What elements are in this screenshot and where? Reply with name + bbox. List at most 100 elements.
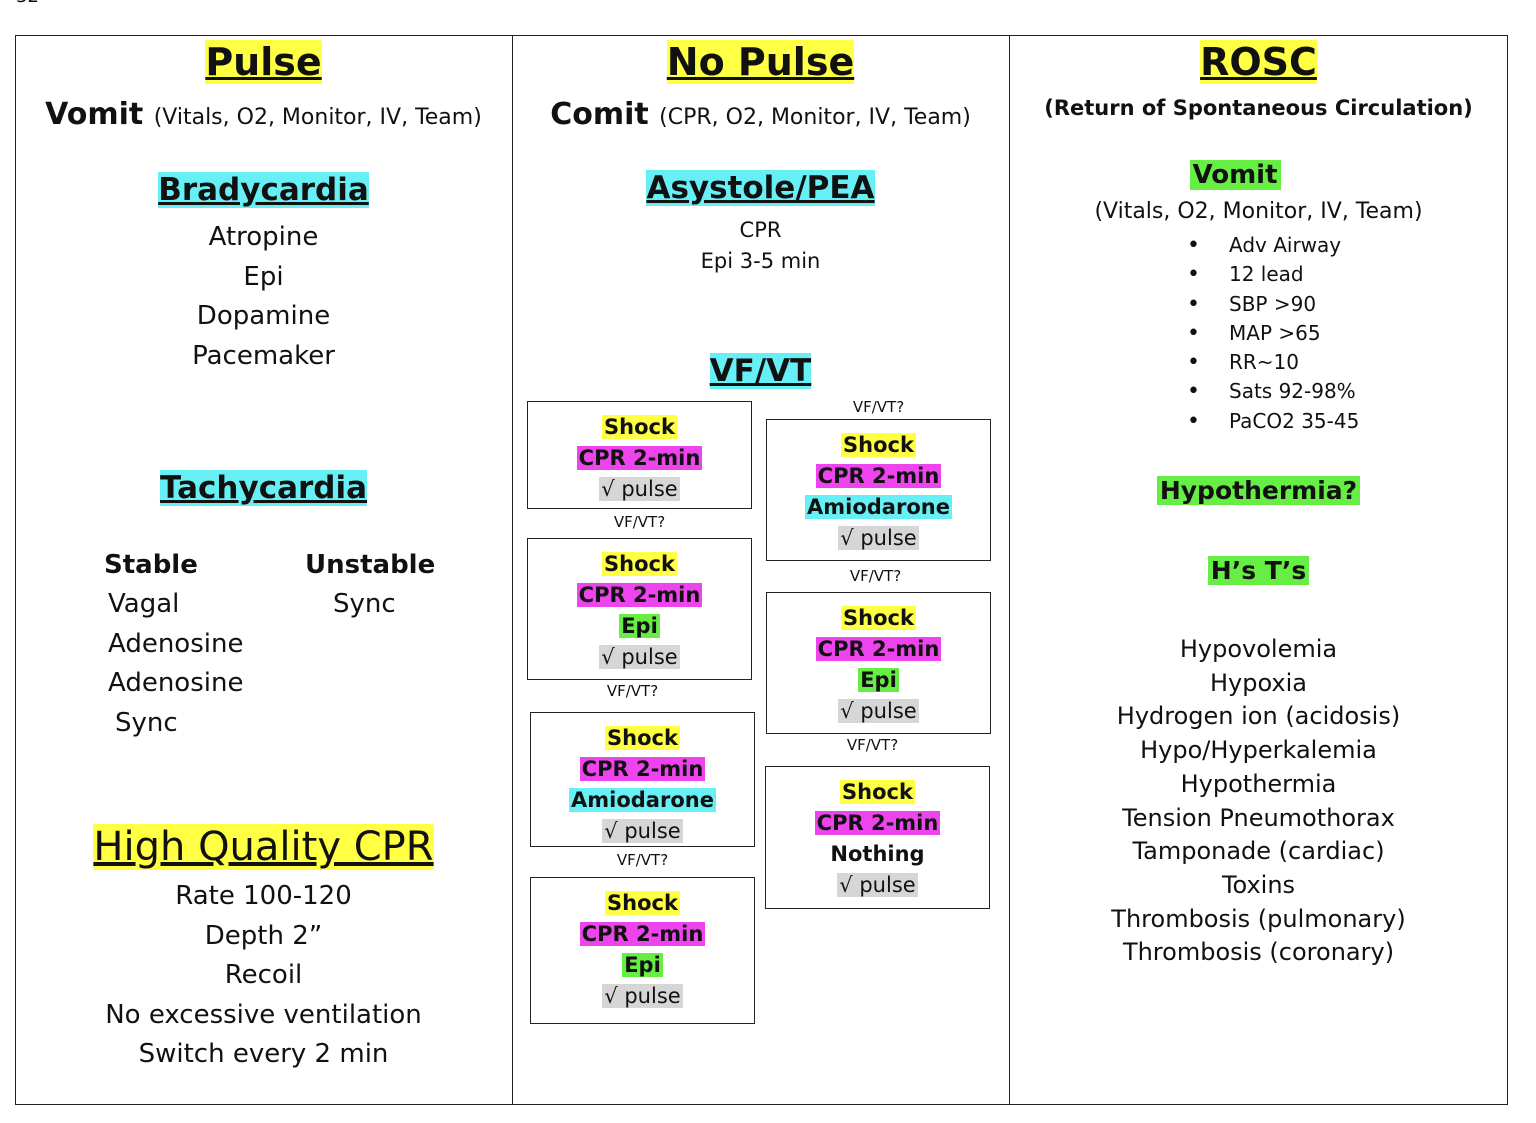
hypothermia-heading: Hypothermia?: [1009, 476, 1508, 505]
pulse-check-label: √ pulse: [599, 477, 680, 501]
bradycardia-list: Atropine Epi Dopamine Pacemaker: [15, 218, 512, 376]
column-divider: [1009, 35, 1010, 1105]
vfvt-step-box: Shock CPR 2-min Epi √ pulse: [527, 538, 752, 680]
rosc-subtitle: (Return of Spontaneous Circulation): [1044, 96, 1473, 120]
asystole-heading: Asystole/PEA: [646, 170, 875, 206]
vfvt-question: VF/VT?: [616, 851, 669, 869]
pulse-check-label: √ pulse: [602, 984, 683, 1008]
list-item: Sync: [115, 707, 178, 738]
list-item: Sync: [333, 589, 396, 619]
cpr-label: CPR 2-min: [815, 637, 942, 661]
cpr-label: CPR 2-min: [576, 583, 703, 607]
tachycardia-heading: Tachycardia: [159, 470, 368, 506]
vfvt-step-box: Shock CPR 2-min Epi √ pulse: [530, 877, 755, 1024]
list-item: Pacemaker: [192, 340, 335, 371]
list-item: Epi 3-5 min: [700, 249, 821, 273]
list-item: CPR: [739, 218, 782, 242]
vfvt-step-box: Shock CPR 2-min Nothing √ pulse: [765, 766, 990, 909]
drug-label: Nothing: [830, 842, 925, 866]
page-number: 32: [16, 0, 39, 7]
stable-label: Stable: [104, 550, 198, 580]
list-item: Hypothermia: [1180, 769, 1337, 798]
list-item: Hypoxia: [1209, 668, 1307, 697]
list-item: No excessive ventilation: [105, 999, 422, 1030]
vomit-detail: (Vitals, O2, Monitor, IV, Team): [153, 105, 482, 130]
list-item: Tamponade (cardiac): [1132, 837, 1385, 866]
cpr-label: CPR 2-min: [815, 464, 942, 488]
cpr-label: CPR 2-min: [579, 922, 706, 946]
unstable-list: Sync: [333, 585, 396, 625]
list-item: Atropine: [208, 222, 319, 252]
shock-label: Shock: [840, 780, 915, 804]
shock-label: Shock: [605, 891, 680, 915]
bradycardia-heading: Bradycardia: [158, 172, 369, 208]
vfvt-heading: VF/VT: [709, 353, 812, 389]
list-item: Toxins: [1221, 870, 1296, 899]
pulse-vomit-line: Vomit (Vitals, O2, Monitor, IV, Team): [15, 97, 512, 132]
pulse-check-label: √ pulse: [838, 699, 919, 723]
rosc-targets-list: Adv Airway 12 lead SBP >90 MAP >65 RR~10…: [1187, 231, 1359, 436]
pulse-title: Pulse: [205, 40, 322, 84]
rosc-title: ROSC: [1200, 40, 1317, 84]
rosc-vomit-detail: (Vitals, O2, Monitor, IV, Team): [1094, 199, 1423, 224]
shock-label: Shock: [602, 552, 677, 576]
list-item: Switch every 2 min: [138, 1039, 389, 1069]
shock-label: Shock: [841, 606, 916, 630]
vfvt-question: VF/VT?: [852, 398, 905, 416]
drug-label: Epi: [858, 668, 899, 692]
table-frame: [15, 35, 1508, 1105]
list-item: Depth 2”: [204, 920, 323, 951]
list-item: Adenosine: [108, 628, 244, 659]
pulse-check-label: √ pulse: [838, 526, 919, 550]
vfvt-question: VF/VT?: [613, 513, 666, 531]
list-item: Vagal: [108, 589, 180, 619]
list-item: Hypovolemia: [1179, 635, 1338, 663]
cpr-label: CPR 2-min: [814, 811, 941, 835]
comit-detail: (CPR, O2, Monitor, IV, Team): [659, 105, 971, 130]
list-item: Recoil: [224, 960, 303, 990]
column-divider: [512, 35, 513, 1105]
list-item: 12 lead: [1187, 260, 1359, 290]
list-item: Adv Airway: [1187, 231, 1359, 261]
nopulse-comit-line: Comit (CPR, O2, Monitor, IV, Team): [512, 97, 1009, 132]
list-item: Epi: [243, 261, 284, 292]
vfvt-question: VF/VT?: [846, 736, 899, 754]
vomit-word: Vomit: [45, 97, 144, 132]
stable-list: Vagal Adenosine Adenosine Sync: [108, 585, 243, 743]
list-item: RR~10: [1187, 348, 1359, 378]
vfvt-question: VF/VT?: [606, 682, 659, 700]
hs-ts-heading: H’s T’s: [1009, 556, 1508, 585]
cpr-label: CPR 2-min: [579, 757, 706, 781]
list-item: Sats 92-98%: [1187, 377, 1359, 407]
list-item: Hydrogen ion (acidosis): [1116, 702, 1401, 731]
asystole-list: CPR Epi 3-5 min: [512, 215, 1009, 277]
vfvt-step-box: Shock CPR 2-min Epi √ pulse: [766, 592, 991, 734]
shock-label: Shock: [602, 415, 677, 439]
drug-label: Epi: [619, 614, 660, 638]
high-quality-cpr-heading: High Quality CPR: [93, 824, 434, 870]
nopulse-title: No Pulse: [666, 40, 855, 84]
list-item: Rate 100-120: [175, 881, 352, 911]
list-item: MAP >65: [1187, 319, 1359, 349]
pulse-check-label: √ pulse: [599, 645, 680, 669]
drug-label: Amiodarone: [569, 788, 716, 812]
vfvt-step-box: Shock CPR 2-min √ pulse: [527, 401, 752, 509]
vfvt-question: VF/VT?: [849, 567, 902, 585]
cpr-label: CPR 2-min: [576, 446, 703, 470]
list-item: PaCO2 35-45: [1187, 407, 1359, 437]
high-quality-cpr-list: Rate 100-120 Depth 2” Recoil No excessiv…: [15, 877, 512, 1075]
list-item: Thrombosis (coronary): [1122, 938, 1395, 967]
reversible-causes-list: Hypovolemia Hypoxia Hydrogen ion (acidos…: [1009, 633, 1508, 970]
drug-label: Amiodarone: [805, 495, 952, 519]
comit-word: Comit: [550, 97, 649, 132]
drug-label: Epi: [622, 953, 663, 977]
list-item: SBP >90: [1187, 290, 1359, 320]
pulse-check-label: √ pulse: [602, 819, 683, 843]
rosc-vomit-heading: Vomit: [1009, 160, 1461, 190]
list-item: Adenosine: [108, 668, 244, 698]
list-item: Thrombosis (pulmonary): [1111, 904, 1406, 933]
vfvt-step-box: Shock CPR 2-min Amiodarone √ pulse: [766, 419, 991, 561]
pulse-check-label: √ pulse: [837, 873, 918, 897]
shock-label: Shock: [605, 726, 680, 750]
list-item: Dopamine: [196, 301, 331, 331]
